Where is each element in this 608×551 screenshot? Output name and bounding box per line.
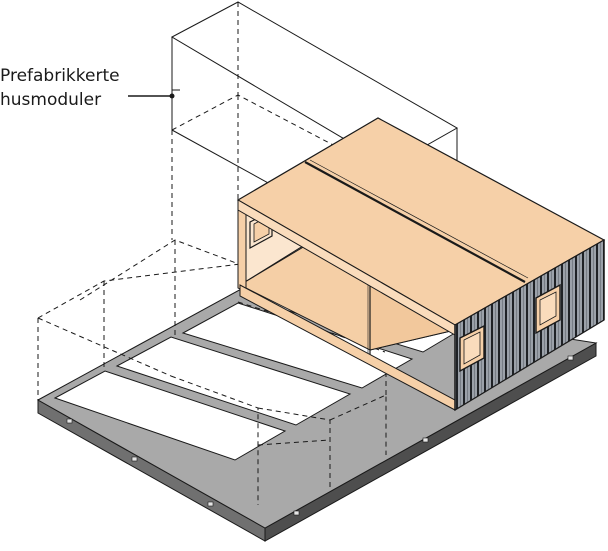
callout-label-line1: Prefabrikkerte xyxy=(0,66,120,86)
ghost-floor-modules xyxy=(37,239,387,505)
callout-label-line2: husmoduler xyxy=(0,90,102,110)
frame-bolt-holes xyxy=(66,355,574,516)
placed-module xyxy=(236,117,606,412)
wall-window xyxy=(459,324,485,373)
roof-joint xyxy=(304,161,526,283)
wall-window xyxy=(535,283,561,335)
leader-line xyxy=(128,93,175,99)
callout-label: Prefabrikkerte husmoduler xyxy=(0,64,120,112)
